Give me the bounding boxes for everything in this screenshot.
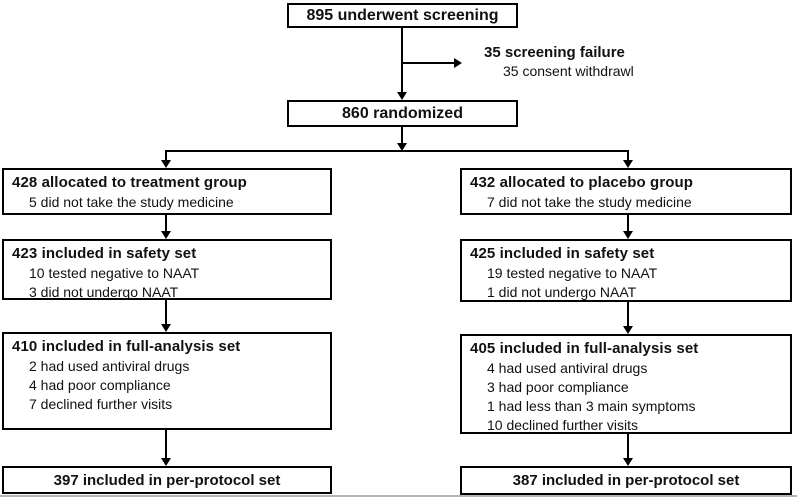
flow-box-randomized-label: 860 randomized xyxy=(342,104,463,122)
connector-treatment-safety-to-fas xyxy=(165,300,167,324)
flow-box-placebo-safety: 425 included in safety set 19 tested neg… xyxy=(460,239,792,302)
flow-box-placebo-per-protocol: 387 included in per-protocol set xyxy=(460,466,792,495)
arrowhead-down-at-split xyxy=(397,143,407,151)
arrowhead-right-exclusion xyxy=(454,58,462,68)
flow-box-screening-label: 895 underwent screening xyxy=(306,6,499,24)
connector-exclusion-branch xyxy=(402,62,454,64)
flow-box-placebo-safety-line: 1 did not undergo NAAT xyxy=(487,284,637,300)
arrowhead-down-to-treatment-arm xyxy=(161,160,171,168)
flow-box-treatment-safety-line: 3 did not undergo NAAT xyxy=(29,284,179,300)
flow-box-placebo-per-protocol-label: 387 included in per-protocol set xyxy=(512,472,740,489)
flow-box-placebo-full-analysis: 405 included in full-analysis set 4 had … xyxy=(460,334,792,434)
figure-bottom-border xyxy=(0,495,797,497)
connector-placebo-fas-to-pps xyxy=(627,434,629,458)
connector-placebo-allocated-to-safety xyxy=(627,215,629,231)
flow-box-randomized: 860 randomized xyxy=(287,100,518,127)
connector-split-left-drop xyxy=(165,150,167,161)
exclusion-note-detail: 35 consent withdrawl xyxy=(503,63,634,79)
flow-box-treatment-full-analysis-line: 4 had poor compliance xyxy=(29,377,171,393)
connector-treatment-fas-to-pps xyxy=(165,430,167,458)
flow-box-treatment-per-protocol: 397 included in per-protocol set xyxy=(2,466,332,494)
connector-randomized-to-split xyxy=(401,127,403,144)
flow-box-treatment-allocated-title: 428 allocated to treatment group xyxy=(12,174,247,191)
connector-split-right-drop xyxy=(627,150,629,161)
arrowhead-down-treatment-fas xyxy=(161,324,171,332)
flow-box-placebo-safety-line: 19 tested negative to NAAT xyxy=(487,265,658,281)
connector-placebo-safety-to-fas xyxy=(627,302,629,326)
arrowhead-down-treatment-safety xyxy=(161,231,171,239)
connector-split-horizontal xyxy=(165,150,629,152)
flow-box-placebo-full-analysis-line: 1 had less than 3 main symptoms xyxy=(487,398,696,414)
flow-box-treatment-safety-title: 423 included in safety set xyxy=(12,245,197,262)
flow-box-treatment-per-protocol-label: 397 included in per-protocol set xyxy=(53,471,281,489)
arrowhead-down-placebo-safety xyxy=(623,231,633,239)
arrowhead-down-to-placebo-arm xyxy=(623,160,633,168)
flow-box-placebo-safety-title: 425 included in safety set xyxy=(470,245,655,262)
arrowhead-down-placebo-fas xyxy=(623,326,633,334)
flow-box-treatment-full-analysis-title: 410 included in full-analysis set xyxy=(12,338,241,355)
flow-box-placebo-allocated-line: 7 did not take the study medicine xyxy=(487,194,692,210)
flow-box-screening: 895 underwent screening xyxy=(287,3,518,28)
flow-box-treatment-safety: 423 included in safety set 10 tested neg… xyxy=(2,239,332,300)
flow-box-treatment-safety-line: 10 tested negative to NAAT xyxy=(29,265,200,281)
flow-box-treatment-full-analysis: 410 included in full-analysis set 2 had … xyxy=(2,332,332,430)
arrowhead-down-placebo-pps xyxy=(623,458,633,466)
flow-box-placebo-full-analysis-line: 10 declined further visits xyxy=(487,417,638,433)
flow-box-treatment-full-analysis-line: 2 had used antiviral drugs xyxy=(29,358,190,374)
flow-box-placebo-full-analysis-title: 405 included in full-analysis set xyxy=(470,340,699,357)
connector-screening-to-randomized xyxy=(401,28,403,92)
connector-treatment-allocated-to-safety xyxy=(165,215,167,231)
arrowhead-down-treatment-pps xyxy=(161,458,171,466)
exclusion-note-headline: 35 screening failure xyxy=(484,44,625,61)
arrowhead-down-to-randomized xyxy=(397,92,407,100)
flow-box-treatment-allocated-line: 5 did not take the study medicine xyxy=(29,194,234,210)
flow-box-placebo-allocated: 432 allocated to placebo group 7 did not… xyxy=(460,168,792,215)
flow-box-treatment-allocated: 428 allocated to treatment group 5 did n… xyxy=(2,168,332,215)
flow-box-placebo-allocated-title: 432 allocated to placebo group xyxy=(470,174,694,191)
flow-box-placebo-full-analysis-line: 4 had used antiviral drugs xyxy=(487,360,648,376)
flow-box-treatment-full-analysis-line: 7 declined further visits xyxy=(29,396,173,412)
flow-box-placebo-full-analysis-line: 3 had poor compliance xyxy=(487,379,629,395)
